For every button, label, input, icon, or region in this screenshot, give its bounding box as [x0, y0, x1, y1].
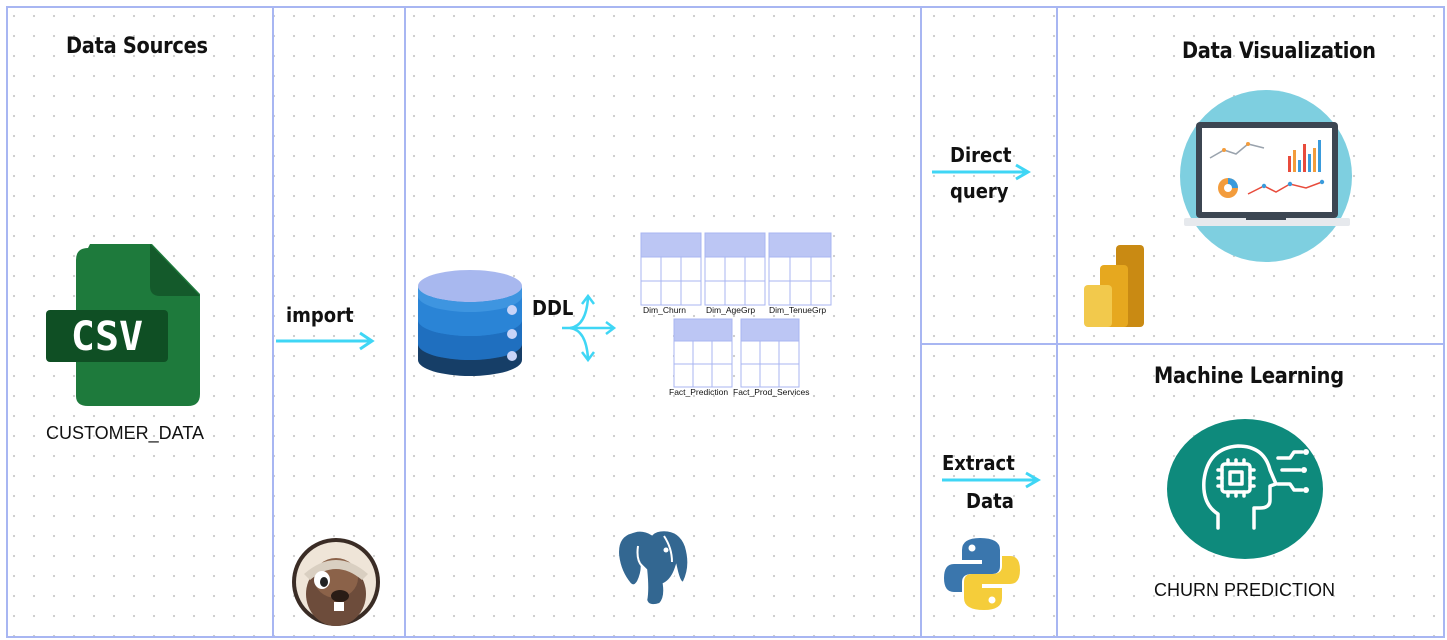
dbeaver-icon — [292, 538, 380, 626]
data-visualization-title: Data Visualization — [1182, 39, 1376, 64]
ddl-label: DDL — [532, 296, 574, 320]
direct-query-arrow — [932, 163, 1031, 181]
table-fact-prod-services-icon — [740, 318, 800, 388]
customer-data-caption: CUSTOMER_DATA — [46, 423, 205, 443]
table-name-dim-churn: Dim_Churn — [643, 305, 686, 315]
extract-label-line1: Extract — [942, 451, 1015, 475]
table-name-fact-prod-services: Fact_Prod_Services — [733, 387, 810, 397]
churn-prediction-caption: CHURN PREDICTION — [1154, 580, 1336, 600]
table-dim-agegrp-icon — [704, 232, 766, 306]
python-icon — [944, 538, 1020, 610]
machine-learning-title: Machine Learning — [1154, 364, 1344, 389]
table-dim-churn-icon — [640, 232, 702, 306]
table-name-dim-agegrp: Dim_AgeGrp — [706, 305, 756, 315]
direct-query-label-line2: query — [950, 179, 1009, 203]
csv-file-icon: CSV — [46, 244, 200, 406]
import-arrow — [276, 331, 375, 351]
table-fact-prediction-icon — [673, 318, 733, 388]
ai-brain-icon — [1167, 419, 1323, 559]
data-sources-title: Data Sources — [66, 34, 208, 59]
table-name-fact-prediction: Fact_Prediction — [669, 387, 729, 397]
csv-file-label: CSV — [71, 314, 143, 360]
panel-machine-learning — [1056, 343, 1445, 638]
ddl-branch-arrows — [562, 293, 617, 363]
import-label: import — [286, 303, 354, 327]
extract-arrow — [942, 471, 1041, 489]
table-name-dim-tenuegrp: Dim_TenueGrp — [769, 305, 827, 315]
dashboard-icon — [1180, 90, 1352, 262]
powerbi-icon — [1084, 245, 1144, 327]
postgresql-icon — [616, 528, 690, 607]
direct-query-label-line1: Direct — [950, 143, 1012, 167]
table-dim-tenuegrp-icon — [768, 232, 832, 306]
database-icon — [418, 270, 522, 376]
extract-label-line2: Data — [966, 489, 1014, 513]
